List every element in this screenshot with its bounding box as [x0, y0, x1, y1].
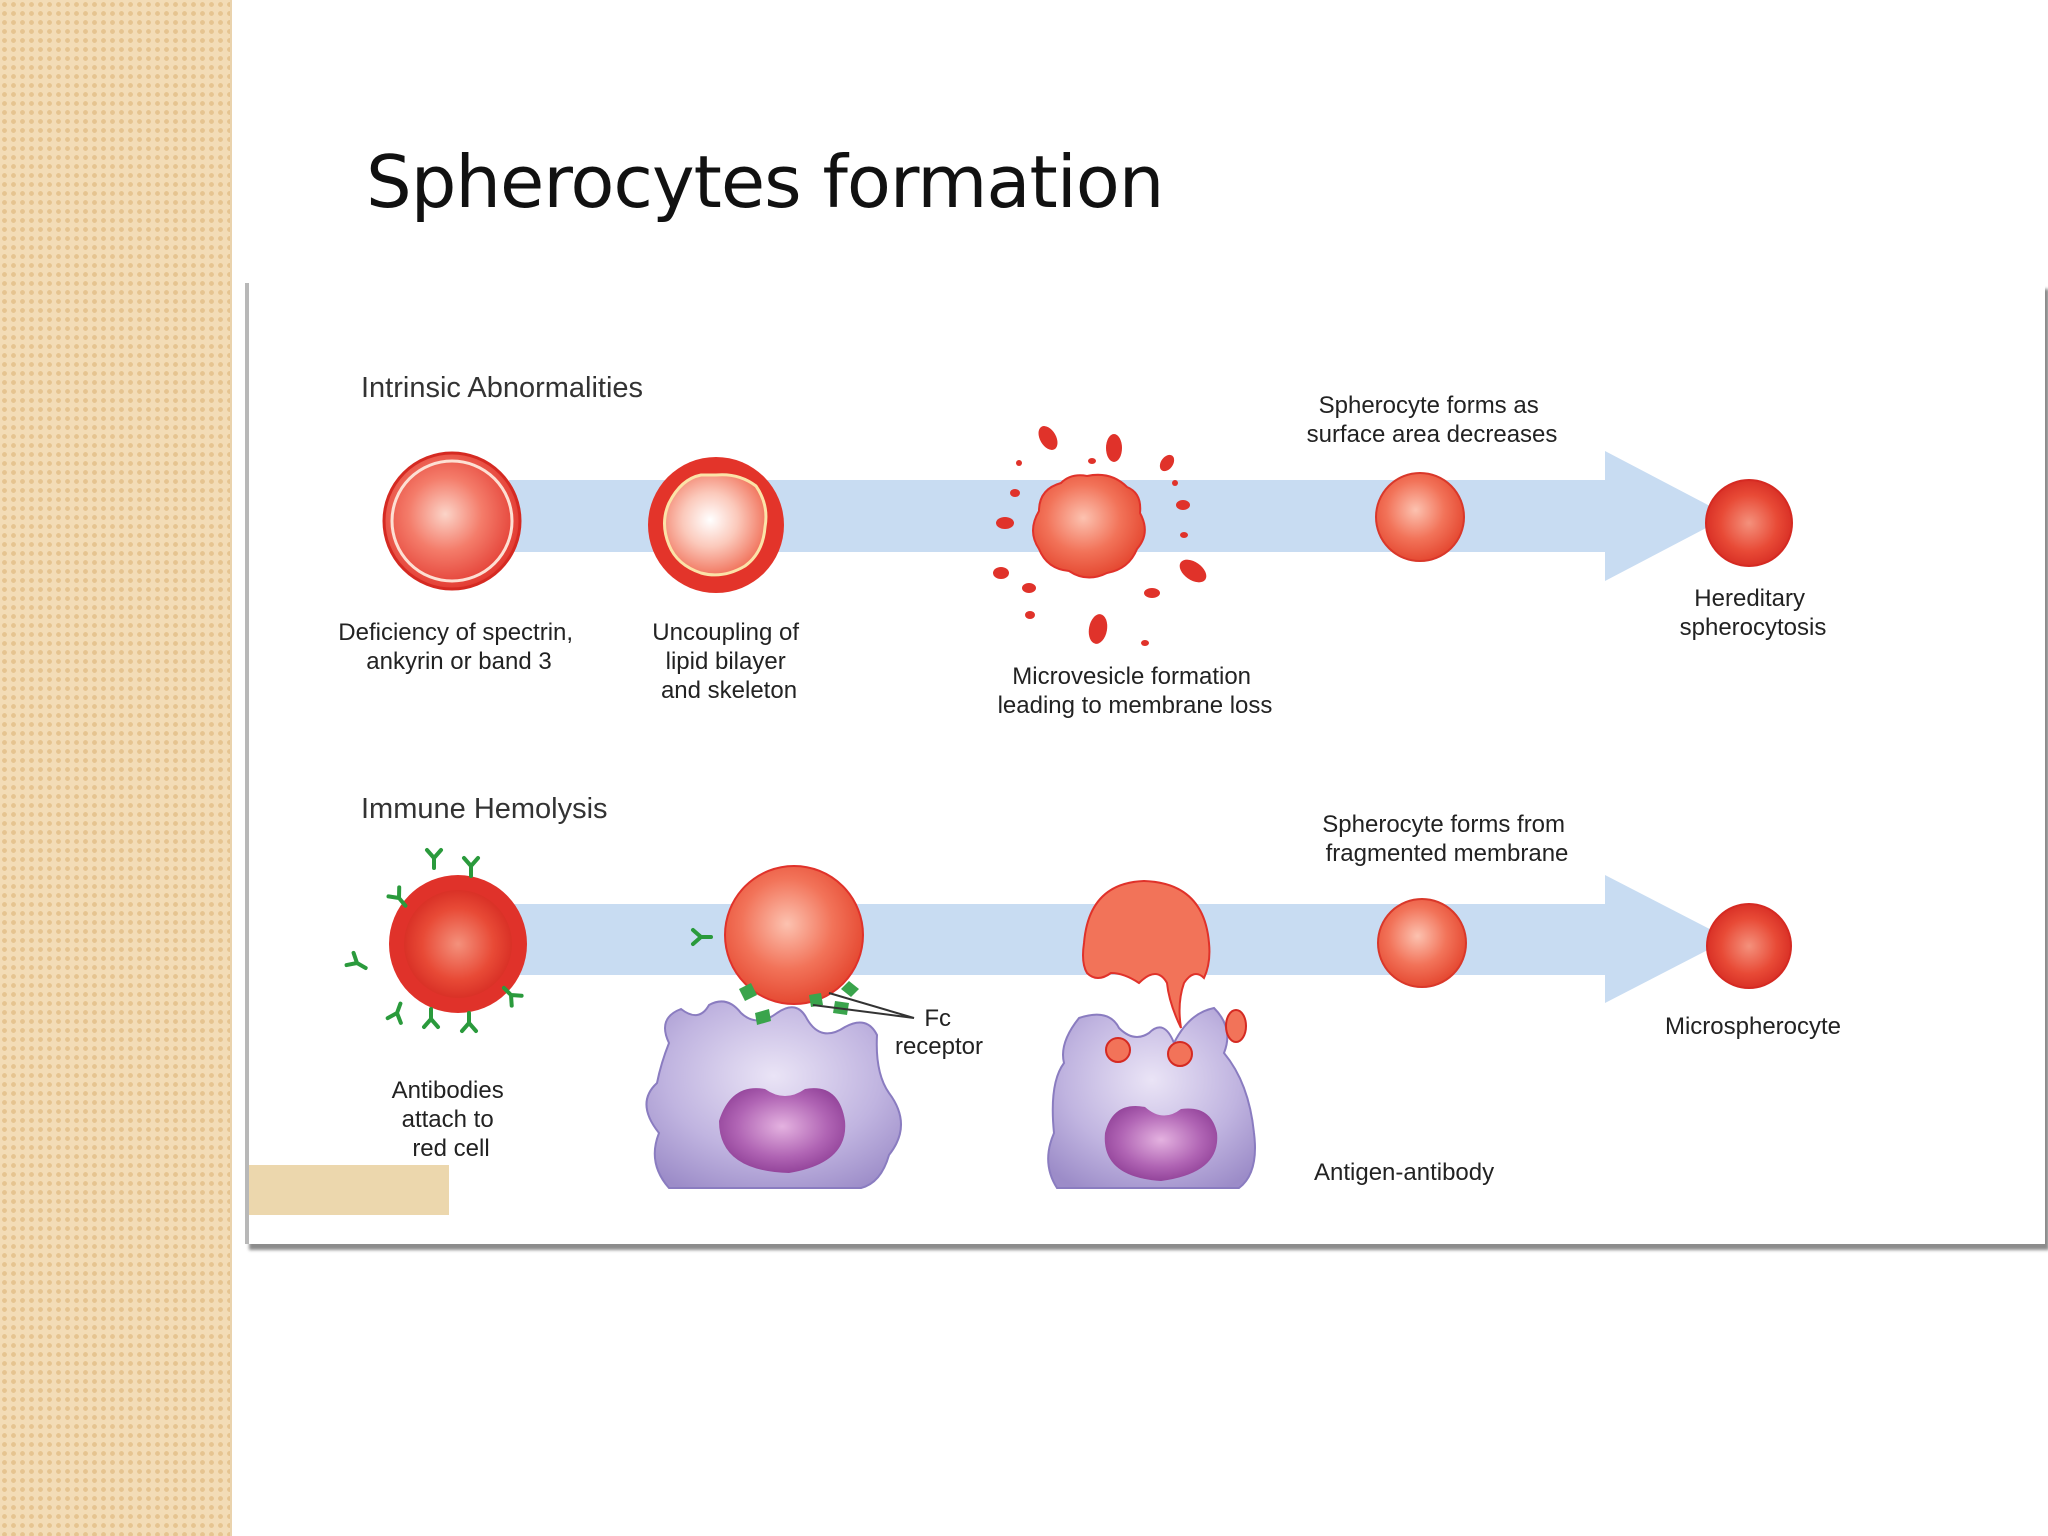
spherocyte-diagram: Intrinsic Abnormalities Deficiency of sp…	[249, 372, 1841, 1215]
microspherocyte	[1706, 903, 1792, 989]
label-surface-area-line: surface area decreases	[1307, 421, 1558, 448]
immune-heading: Immune Hemolysis	[361, 793, 608, 825]
label-fc-receptor-line: receptor	[895, 1033, 983, 1060]
label-hereditary-line: Hereditary	[1694, 585, 1805, 612]
label-deficiency-line: ankyrin or band 3	[366, 648, 551, 675]
label-microvesicle-line: leading to membrane loss	[998, 692, 1273, 719]
antibody-bound-cell	[691, 865, 864, 1025]
label-uncoupling-line: and skeleton	[661, 677, 797, 704]
antibody-coated-cell	[344, 848, 527, 1033]
intrinsic-row	[382, 426, 1793, 646]
label-antibodies-line: red cell	[412, 1135, 489, 1162]
microvesicles	[993, 426, 1207, 646]
label-antibodies-line: attach to	[402, 1106, 494, 1133]
label-microvesicle: Microvesicle formation leading to membra…	[998, 663, 1273, 719]
label-uncoupling: Uncoupling of lipid bilayer and skeleton	[652, 619, 805, 704]
spherocyte-immune	[1377, 898, 1467, 988]
label-deficiency-line: Deficiency of spectrin,	[338, 619, 573, 646]
label-fragmented-line: fragmented membrane	[1326, 840, 1569, 867]
fragmented-membrane	[1082, 879, 1211, 1029]
figure-frame: Intrinsic Abnormalities Deficiency of sp…	[245, 283, 2045, 1244]
fc-receptor-pointer	[812, 992, 915, 1019]
label-antibodies: Antibodies attach to red cell	[392, 1077, 511, 1162]
label-uncoupling-line: Uncoupling of	[652, 619, 799, 646]
intrinsic-heading: Intrinsic Abnormalities	[361, 372, 643, 404]
spherocyte-intrinsic	[1375, 472, 1465, 562]
label-fragmented: Spherocyte forms from fragmented membran…	[1322, 811, 1571, 867]
label-microspherocyte: Microspherocyte	[1665, 1013, 1841, 1040]
label-hereditary: Hereditary spherocytosis	[1680, 585, 1827, 641]
label-microvesicle-line: Microvesicle formation	[1012, 663, 1251, 690]
macrophage-2	[1047, 1006, 1256, 1189]
uncoupled-red-cell	[648, 457, 784, 593]
label-fc-receptor: Fc receptor	[895, 1005, 983, 1060]
label-deficiency: Deficiency of spectrin, ankyrin or band …	[338, 619, 579, 675]
label-antibodies-line: Antibodies	[392, 1077, 504, 1104]
label-surface-area-line: Spherocyte forms as	[1319, 392, 1539, 419]
corner-swatch	[249, 1165, 449, 1215]
immune-row	[344, 848, 1792, 1189]
normal-red-cell	[382, 451, 522, 591]
slide-title: Spherocytes formation	[366, 140, 1164, 224]
side-strip	[0, 0, 232, 1536]
microvesicle-cell	[993, 426, 1207, 646]
hereditary-spherocyte	[1705, 479, 1793, 567]
label-antigen-antibody: Antigen-antibody	[1314, 1159, 1494, 1186]
label-fc-receptor-line: Fc	[924, 1005, 951, 1032]
label-uncoupling-line: lipid bilayer	[666, 648, 786, 675]
macrophage-1	[645, 1000, 902, 1189]
label-hereditary-line: spherocytosis	[1680, 614, 1827, 641]
label-surface-area: Spherocyte forms as surface area decreas…	[1307, 392, 1558, 448]
label-fragmented-line: Spherocyte forms from	[1322, 811, 1565, 838]
